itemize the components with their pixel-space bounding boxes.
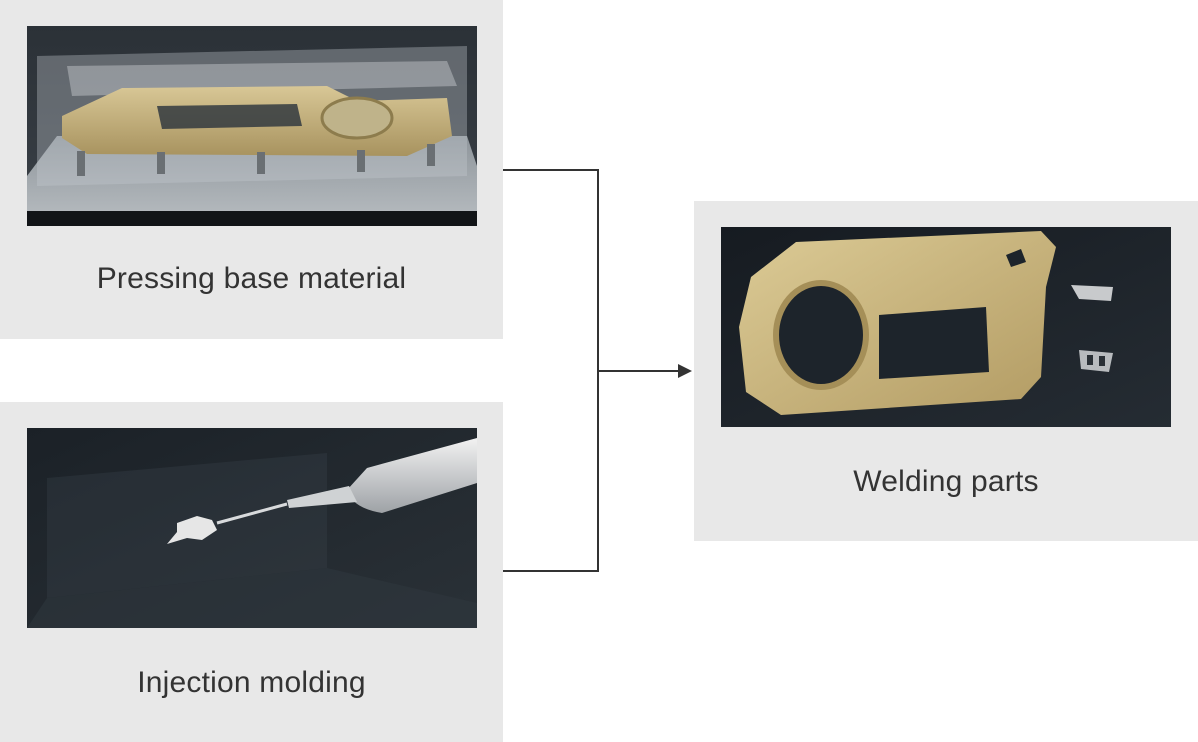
pressing-illustration [27,26,477,226]
injection-label: Injection molding [137,666,366,699]
welding-illustration [721,227,1171,427]
welding-photo [721,227,1171,427]
welding-label: Welding parts [853,465,1039,498]
bracket-line [503,169,599,572]
step-card-injection: Injection molding [0,402,503,742]
arrow-head-icon [678,364,692,378]
step-card-welding: Welding parts [694,201,1198,541]
pressing-photo [27,26,477,226]
step-card-pressing: Pressing base material [0,0,503,339]
pressing-label: Pressing base material [96,262,407,295]
injection-illustration [27,428,477,628]
injection-photo [27,428,477,628]
